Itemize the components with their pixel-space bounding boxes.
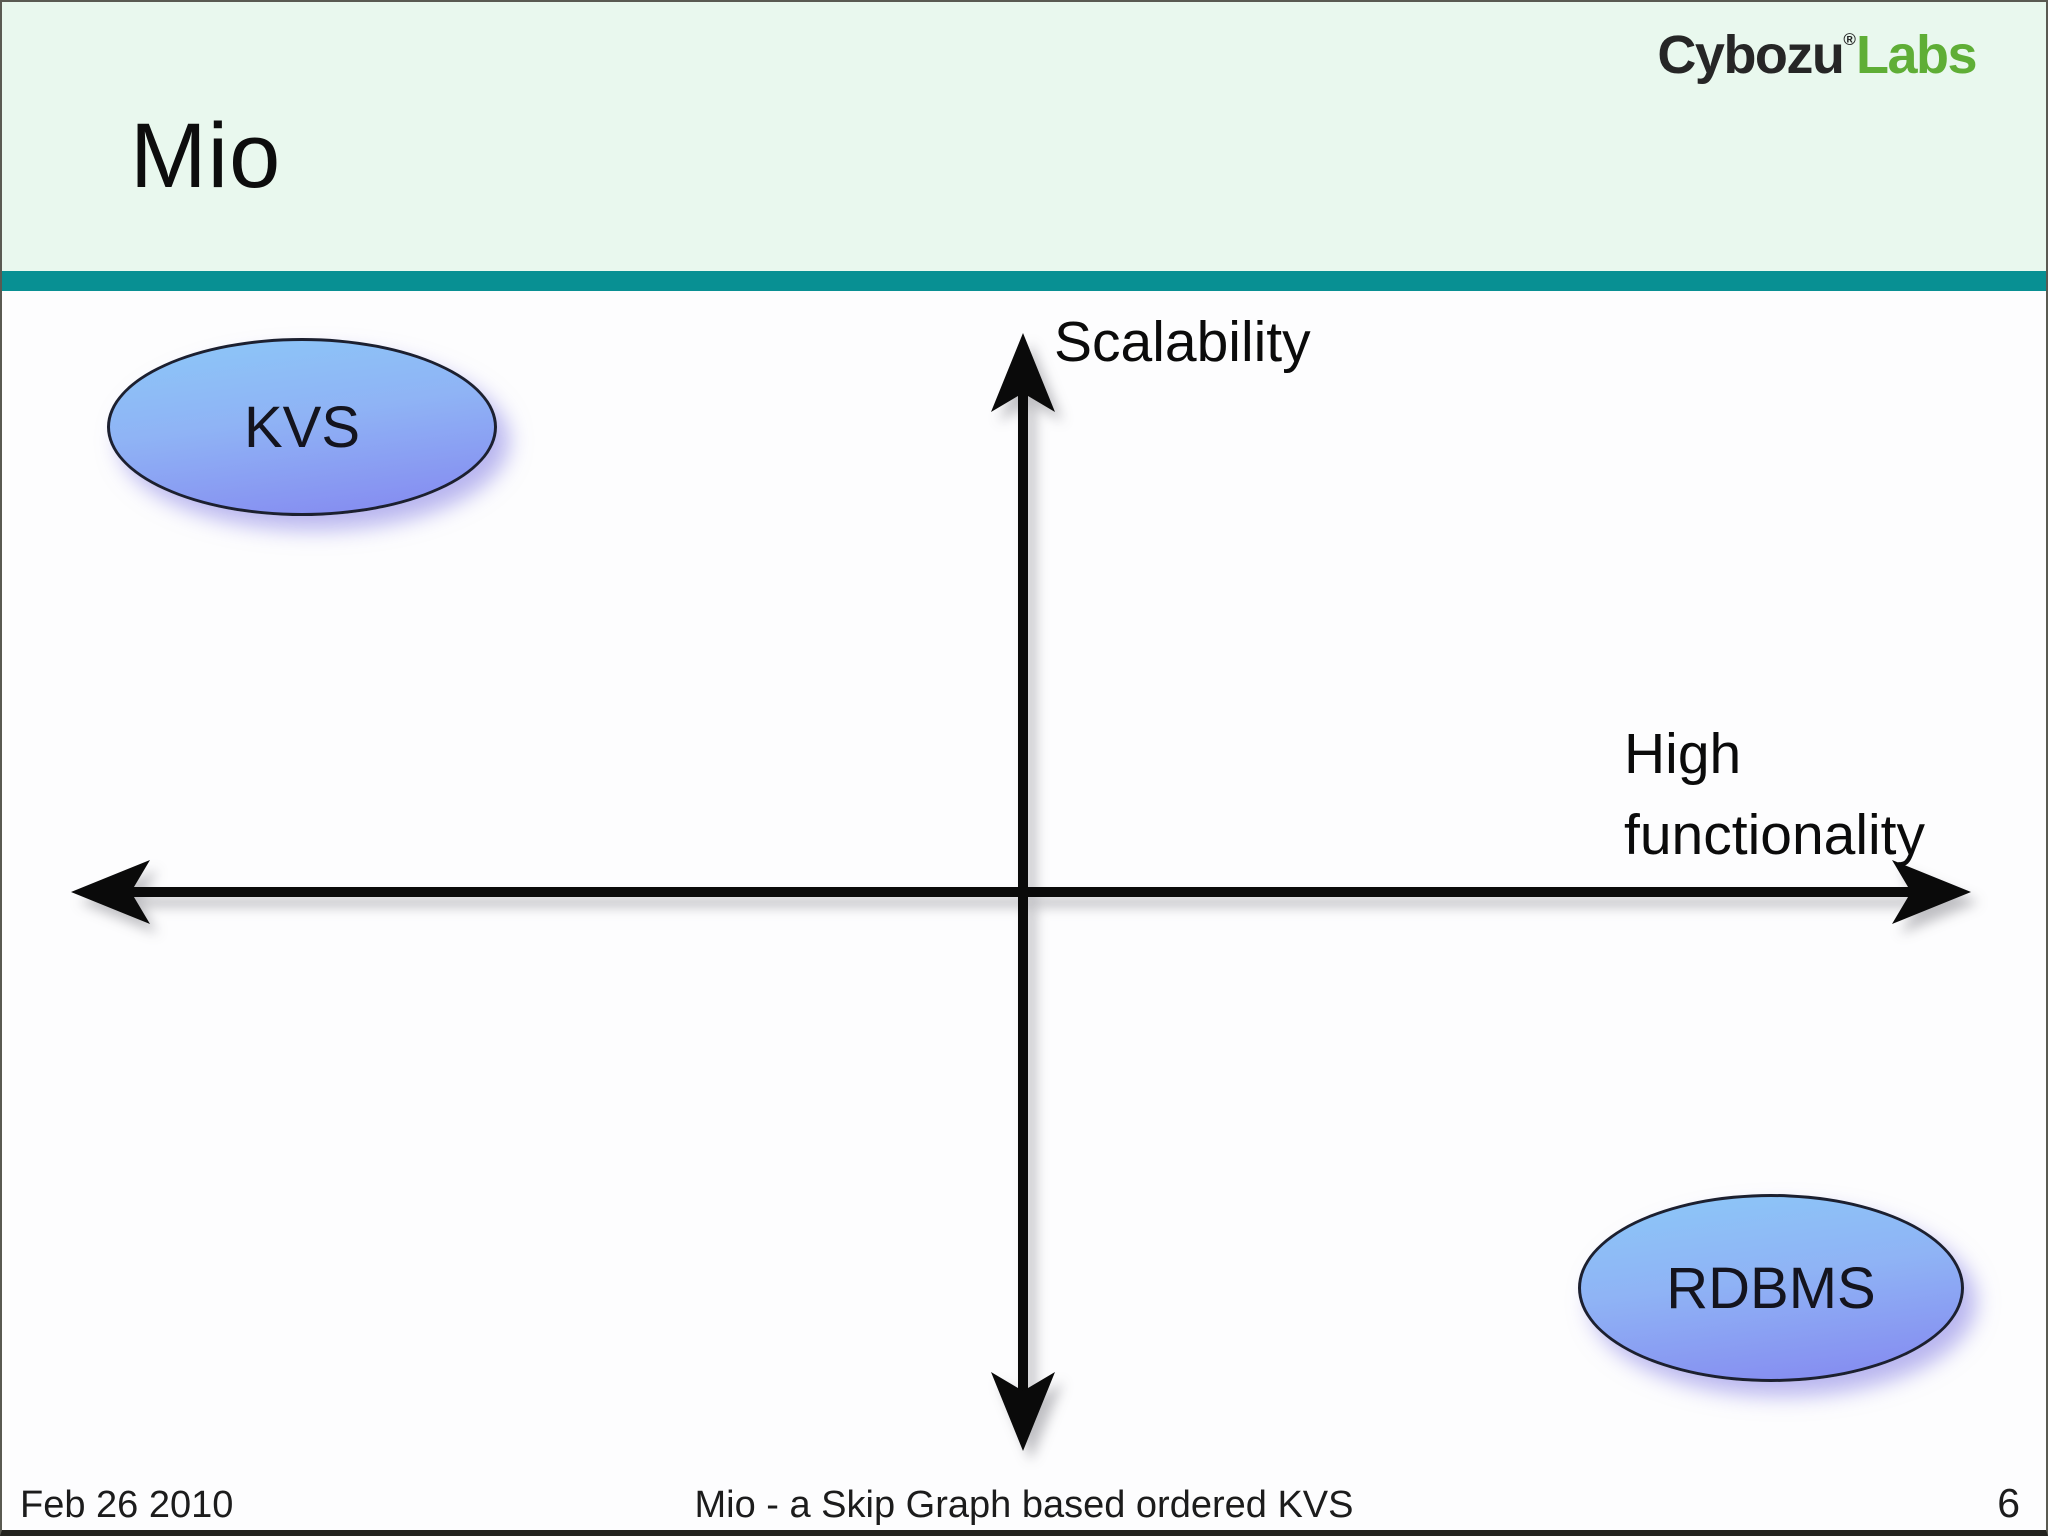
- teal-divider-bar: [2, 271, 2046, 291]
- footer-page-number: 6: [1997, 1480, 2020, 1526]
- horizontal-axis-label-line2: functionality: [1624, 802, 1926, 867]
- rdbms-ellipse: RDBMS: [1578, 1194, 1964, 1382]
- registered-trademark-icon: ®: [1843, 30, 1856, 49]
- slide-header: Mio Cybozu®Labs: [2, 2, 2046, 271]
- rdbms-label: RDBMS: [1666, 1255, 1876, 1321]
- logo-suffix-text: Labs: [1855, 25, 1978, 85]
- kvs-ellipse: KVS: [107, 338, 497, 516]
- horizontal-axis-label: High functionality: [1624, 714, 1925, 876]
- kvs-label: KVS: [243, 394, 361, 460]
- arrow-down-icon: [991, 1372, 1055, 1451]
- arrow-up-icon: [991, 333, 1055, 412]
- logo-brand-text: Cybozu: [1657, 25, 1845, 85]
- vertical-axis-label: Scalability: [1054, 310, 1311, 374]
- page-title: Mio: [130, 105, 282, 207]
- horizontal-axis-label-line1: High: [1624, 722, 1742, 786]
- footer-date: Feb 26 2010: [20, 1484, 234, 1526]
- arrow-left-icon: [71, 860, 150, 924]
- cybozu-labs-logo: Cybozu®Labs: [1657, 25, 1978, 85]
- footer-caption: Mio - a Skip Graph based ordered KVS: [694, 1484, 1354, 1526]
